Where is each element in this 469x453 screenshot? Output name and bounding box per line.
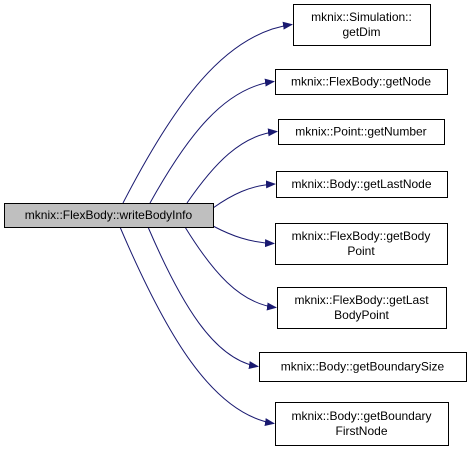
- node-getBoundarySize-label-line: mknix::Body::getBoundarySize: [281, 360, 445, 374]
- node-getLastNode[interactable]: mknix::Body::getLastNode: [276, 171, 448, 198]
- call-nodes: mknix::FlexBody::writeBodyInfo mknix::Sim…: [4, 4, 467, 446]
- node-getNumber-label-line: mknix::Point::getNumber: [295, 125, 426, 139]
- node-writeBodyInfo-box: [4, 203, 214, 228]
- node-getNumber[interactable]: mknix::Point::getNumber: [278, 119, 445, 145]
- node-getBoundarySize[interactable]: mknix::Body::getBoundarySize: [259, 352, 467, 382]
- edge-to-getNumber: [186, 128, 278, 204]
- node-getLastNode-label-line: mknix::Body::getLastNode: [291, 177, 431, 191]
- edge-to-getBoundarySize: [147, 226, 259, 370]
- node-getDim-label-line: getDim: [342, 25, 380, 39]
- node-getBoundaryFirstNode-box: [275, 402, 449, 446]
- node-getBoundarySize-box: [259, 352, 467, 382]
- node-getLastBodyPoint-label-line: mknix::FlexBody::getLast: [294, 293, 429, 307]
- call-edges: [119, 21, 293, 427]
- node-getNode[interactable]: mknix::FlexBody::getNode: [275, 69, 448, 95]
- edge-to-getBodyPoint: [212, 225, 275, 248]
- node-getNumber-box: [278, 119, 445, 145]
- node-getBoundaryFirstNode-label-line: FirstNode: [335, 424, 387, 438]
- node-getBoundaryFirstNode-label-line: mknix::Body::getBoundary: [291, 409, 431, 423]
- node-getNode-label-line: mknix::FlexBody::getNode: [291, 75, 431, 89]
- node-getDim-label-line: mknix::Simulation::: [311, 10, 412, 24]
- node-getBodyPoint-box: [275, 223, 448, 265]
- edge-to-getNode: [149, 78, 275, 204]
- node-getBodyPoint-label-line: mknix::FlexBody::getBody: [292, 229, 431, 243]
- edge-to-getDim: [122, 21, 293, 204]
- node-getLastNode-box: [276, 171, 448, 198]
- node-getLastBodyPoint-label-line: BodyPoint: [334, 308, 389, 322]
- edge-to-getLastBodyPoint: [184, 226, 277, 311]
- node-getNode-box: [275, 69, 448, 95]
- node-getDim-box: [293, 4, 431, 46]
- edge-to-getLastNode: [212, 180, 276, 209]
- node-writeBodyInfo-label-line: mknix::FlexBody::writeBodyInfo: [25, 208, 193, 222]
- node-getLastBodyPoint-box: [277, 287, 447, 329]
- node-writeBodyInfo[interactable]: mknix::FlexBody::writeBodyInfo: [4, 203, 214, 228]
- node-getDim[interactable]: mknix::Simulation::getDim: [293, 4, 431, 46]
- node-getBodyPoint-label-line: Point: [347, 244, 375, 258]
- edge-to-getBoundaryFirstNode: [119, 226, 275, 427]
